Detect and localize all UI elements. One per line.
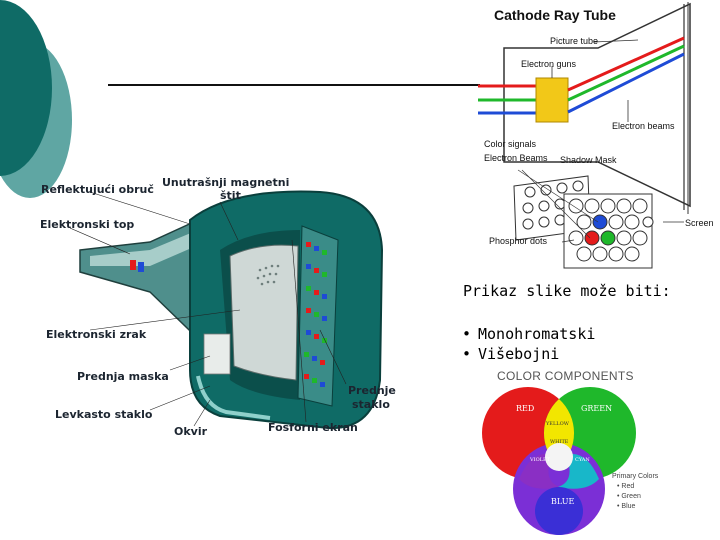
shield-perforations: [256, 264, 280, 286]
electron-gun-body: [535, 77, 569, 123]
label-inner-shield: Unutrašnji magnetni: [162, 176, 290, 189]
red-beam: [567, 36, 685, 92]
pointer-reflecting-ring: [89, 191, 191, 225]
white-center: [545, 443, 573, 471]
legend-item-label: Red: [621, 483, 635, 490]
label-frame: Okvir: [174, 425, 208, 438]
legend-item-blue: • Blue: [617, 503, 636, 510]
inner-shield: [229, 244, 299, 381]
label-inner-shield-2: štit: [220, 189, 241, 202]
phosphor-dots: [568, 198, 654, 262]
beam-ray-2: [521, 169, 591, 239]
label-shadow-mask: Shadow Mask: [560, 155, 617, 165]
label-picture-tube: Picture tube: [550, 36, 599, 46]
pointer-front-glass: [319, 329, 347, 385]
list-item: • Monohromatski: [462, 324, 595, 344]
crt-diagram: [478, 2, 691, 269]
label-reflecting-ring: Reflektujući obruč: [41, 183, 154, 196]
gun-blue: [138, 262, 144, 272]
pointer-electron-gun: [70, 227, 131, 255]
phosphor-squares: [304, 242, 327, 387]
label-electron-beam: Elektronski zrak: [46, 328, 147, 341]
decorative-discs: [0, 0, 72, 198]
red-phosphor-dot: [584, 230, 600, 246]
circle-label-white: WHITE: [550, 439, 569, 445]
dark-teal-disc: [0, 0, 52, 176]
label-phosphor-screen: Fosforni ekran: [268, 421, 358, 434]
tube-neck-highlight: [90, 225, 210, 266]
circle-label-cyan: CYAN: [575, 457, 590, 463]
pointer-frame: [193, 399, 211, 427]
label-electron-guns: Electron guns: [521, 59, 577, 69]
blue-phosphor-dot: [592, 214, 608, 230]
label-front-glass: Prednje: [348, 384, 396, 397]
cyan-overlap: [558, 454, 599, 489]
label-electron-gun: Elektronski top: [40, 218, 135, 231]
circle-label-violet: VIOLET: [530, 457, 550, 463]
display-type-list: • Monohromatski • Višebojni: [462, 324, 595, 364]
tv-cutaway: [70, 190, 384, 430]
label-electron-beams: Electron beams: [612, 121, 675, 131]
display-caption: Prikaz slike može biti:: [463, 282, 671, 300]
label-phosphor-dots: Phosphor dots: [489, 236, 548, 246]
legend-item-label: Blue: [621, 503, 636, 510]
front-mask-panel: [203, 333, 231, 375]
legend-item-label: Green: [621, 493, 641, 500]
primary-colors-title: Primary Colors: [612, 473, 659, 480]
label-color-signals: Color signals: [484, 139, 537, 149]
pointer-phosphor-screen: [291, 239, 307, 423]
legend-item-green: • Green: [617, 493, 641, 500]
label-electron-beams-2: Electron Beams: [484, 153, 548, 163]
pointer-front-mask: [169, 355, 211, 371]
circle-label-red: RED: [516, 404, 535, 413]
tube-outline: [503, 2, 691, 208]
blue-beam: [567, 52, 685, 114]
title-divider: [108, 84, 480, 86]
color-components-title: COLOR COMPONENTS: [497, 369, 634, 383]
crt-title: Cathode Ray Tube: [494, 7, 616, 23]
circle-label-yellow: YELLOW: [546, 421, 569, 427]
bullet-icon: •: [462, 325, 472, 343]
list-item-label: Monohromatski: [478, 325, 596, 343]
label-screen: Screen: [685, 218, 714, 228]
label-funnel-glass: Levkasto staklo: [55, 408, 153, 421]
green-beam: [567, 44, 685, 102]
pointer-funnel-glass: [149, 385, 211, 411]
pointer-inner-shield: [219, 201, 239, 241]
phosphor-pointer: [561, 239, 575, 243]
bullet-icon: •: [462, 345, 472, 363]
circle-label-blue: BLUE: [551, 497, 575, 506]
list-item-label: Višebojni: [478, 345, 560, 363]
violet-overlap: [519, 454, 560, 489]
label-front-glass-2: staklo: [352, 398, 390, 411]
blue-lower: [535, 487, 583, 535]
list-item: • Višebojni: [462, 344, 595, 364]
circle-label-green: GREEN: [581, 404, 613, 413]
beam-ray-1: [517, 169, 599, 223]
legend-item-red: • Red: [617, 483, 635, 490]
frame-edge: [196, 375, 271, 420]
green-phosphor-dot: [600, 230, 616, 246]
label-front-mask: Prednja maska: [77, 370, 169, 383]
picture-tube-pointer: [593, 39, 639, 43]
gun-red: [130, 260, 136, 270]
pointer-electron-beam: [89, 309, 241, 331]
color-venn-diagram: [482, 387, 636, 535]
